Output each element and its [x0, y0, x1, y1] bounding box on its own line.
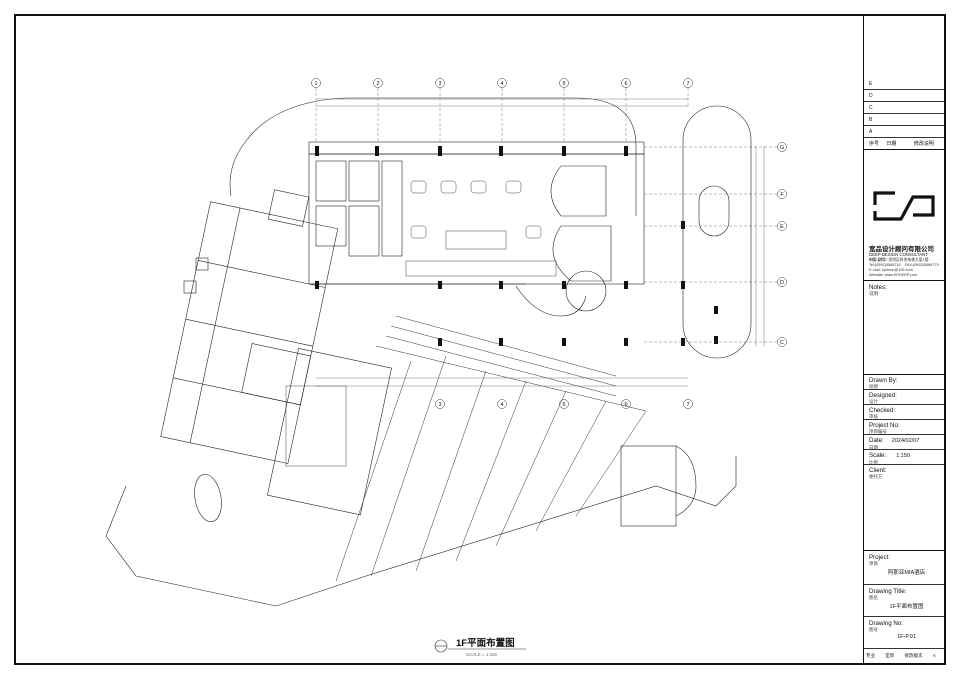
designed-field: Designed: 设计: [864, 390, 944, 405]
date-field: Date: 2024/02/07 日期: [864, 435, 944, 450]
company-name-cn: 宽品设计顾问有限公司: [869, 246, 934, 253]
client-sub: 委托方: [869, 474, 883, 479]
rev-header-date: 日期: [886, 141, 897, 147]
date-value: 2024/02/07: [891, 438, 920, 444]
footer-discipline: 专业: [866, 653, 875, 658]
footer-revision-label: 修改版次: [904, 653, 923, 658]
company-website: Website: www.KPDEEP.com: [869, 273, 917, 277]
grid-label: 6: [624, 402, 627, 408]
client-field: Client: 委托方: [864, 465, 944, 551]
company-logo: [873, 191, 935, 221]
footer-discipline-value: 室饰: [885, 653, 895, 658]
scale-sub: 比例: [869, 460, 878, 465]
project-sub: 项目: [869, 561, 878, 566]
grid-label: 1: [314, 81, 317, 87]
rev-header-desc: 修改说明: [913, 141, 934, 147]
designed-sub: 设计: [869, 399, 878, 404]
grid-label: 6: [624, 81, 627, 87]
grid-bubbles-top: 1 2 3 4 5 6 7: [311, 78, 693, 88]
date-label: Date:: [869, 437, 884, 444]
drawing-scale: SCALE = 1:150: [466, 652, 498, 657]
grid-label: F: [780, 192, 784, 198]
scale-label: Scale:: [869, 452, 887, 459]
revision-row: D: [864, 90, 944, 102]
company-fax: FAX:(0592)5566779: [904, 263, 939, 267]
drawing-title: 1F平面布置图: [456, 637, 515, 649]
company-address: 中国 厦门 / 思明区岭兜每美大厦1楼: [869, 258, 929, 262]
scale-field: Scale: 1:150 比例: [864, 450, 944, 465]
project-label: Project:: [869, 554, 890, 561]
grid-label: 4: [500, 81, 503, 87]
drawing-no-field: Drawing No: 图号 1F-P.01: [864, 617, 944, 649]
grid-label: 7: [686, 402, 689, 408]
grid-label: G: [780, 145, 784, 151]
drawn-by-sub: 绘图: [869, 384, 878, 389]
drawn-by-label: Drawn By:: [869, 377, 898, 384]
notes-block: Notes: 说明: [864, 281, 944, 375]
grid-label: 3: [438, 402, 441, 408]
grid-label: C: [780, 340, 784, 346]
checked-sub: 审核: [869, 414, 878, 419]
project-field: Project: 项目 阿那亚MIA酒店: [864, 551, 944, 585]
notes-label: Notes:: [869, 284, 887, 291]
footer-row: 专业 室饰 修改版次 A: [864, 649, 944, 663]
grid-label: D: [780, 280, 784, 286]
revision-row: B: [864, 114, 944, 126]
rev-header-no: 序号: [869, 141, 880, 147]
title-block: E D C B A 序号 日期 修改说明 宽品设计顾问有限公司 DEEP DES…: [863, 16, 944, 663]
revision-header: 序号 日期 修改说明: [864, 138, 944, 150]
grid-label: 4: [500, 402, 503, 408]
drawing-title-value: 1F平面布置图: [889, 604, 924, 610]
drawing-no-value: 1F-P.01: [897, 634, 916, 640]
revision-row: C: [864, 102, 944, 114]
project-no-label: Project No:: [869, 422, 900, 429]
grid-label: E: [780, 224, 784, 230]
grid-label: 3: [438, 81, 441, 87]
drawing-sheet: 1 2 3 4 5 6 7 3 4 5 6 7: [14, 14, 946, 665]
grid-label: 5: [562, 402, 565, 408]
revision-row: A: [864, 126, 944, 138]
company-block: 宽品设计顾问有限公司 DEEP DESIGN CONSULTANT CO.,LT…: [864, 151, 944, 281]
grid-label: 2: [376, 81, 379, 87]
grid-label: 5: [562, 81, 565, 87]
notes-sub: 说明: [869, 291, 878, 296]
company-tel: Tel:(0592)5566719: [869, 263, 901, 267]
date-sub: 日期: [869, 445, 878, 450]
drawing-title-symbol: 1F平面布置图 SCALE = 1:150: [434, 637, 526, 657]
client-label: Client:: [869, 467, 887, 474]
project-no-field: Project No: 项目编号: [864, 420, 944, 435]
revision-label: C: [869, 105, 873, 111]
drawing-no-sub: 图号: [869, 627, 878, 632]
checked-field: Checked: 审核: [864, 405, 944, 420]
revision-label: A: [869, 129, 873, 135]
grid-bubbles-bottom: 3 4 5 6 7: [435, 399, 693, 409]
checked-label: Checked:: [869, 407, 896, 414]
drawing-no-label: Drawing No:: [869, 620, 904, 627]
company-name-en: DEEP DESIGN CONSULTANT CO.,LTD: [869, 252, 928, 262]
drawing-title-label: Drawing Title:: [869, 588, 907, 595]
designed-label: Designed:: [869, 392, 897, 399]
scale-value: 1:150: [896, 453, 910, 459]
grid-label: 7: [686, 81, 689, 87]
grid-bubbles-right: G F E D C: [777, 142, 787, 347]
revision-label: B: [869, 117, 873, 123]
drawing-title-field: Drawing Title: 图名 1F平面布置图: [864, 585, 944, 617]
project-value: 阿那亚MIA酒店: [887, 570, 926, 576]
revision-label: E: [869, 81, 873, 87]
revision-label: D: [869, 93, 873, 99]
drawn-by-field: Drawn By: 绘图: [864, 375, 944, 390]
drawing-title-sub: 图名: [869, 595, 878, 600]
project-no-sub: 项目编号: [869, 429, 887, 434]
revision-row: E: [864, 78, 944, 90]
floor-plan: 1 2 3 4 5 6 7 3 4 5 6 7: [105, 78, 787, 657]
footer-revision-value: A: [932, 653, 936, 658]
company-email: E-mail: kpdeep@126.com: [869, 268, 913, 272]
